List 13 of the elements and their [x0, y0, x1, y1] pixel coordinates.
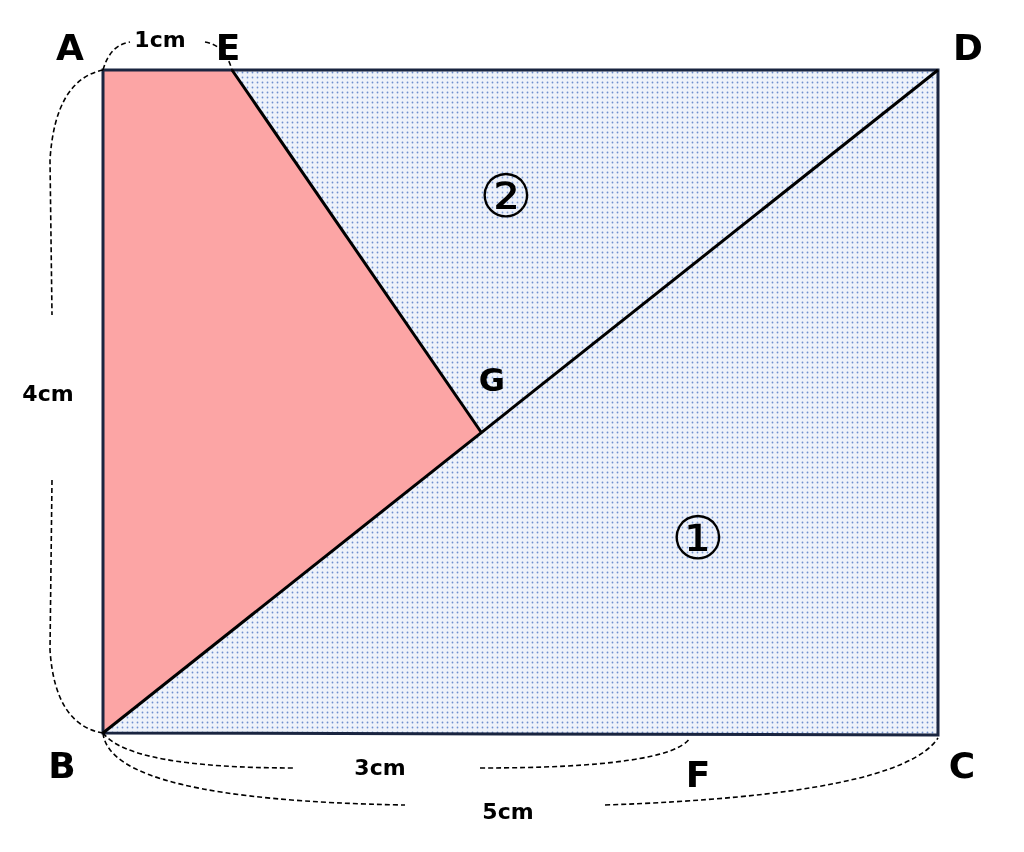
dimension-label: 5cm — [482, 801, 534, 823]
dimension-label: 1cm — [134, 29, 186, 51]
point-label: B — [48, 748, 76, 784]
dimension-label: 4cm — [22, 383, 74, 405]
dimension-label: 3cm — [354, 757, 406, 779]
region-number: ② — [479, 166, 533, 226]
point-label: C — [948, 748, 976, 784]
point-label: G — [478, 364, 506, 396]
point-label: F — [685, 757, 711, 793]
point-label: A — [56, 30, 84, 66]
point-label: D — [953, 30, 983, 66]
region-number: ① — [671, 508, 725, 568]
point-label: E — [215, 30, 241, 66]
